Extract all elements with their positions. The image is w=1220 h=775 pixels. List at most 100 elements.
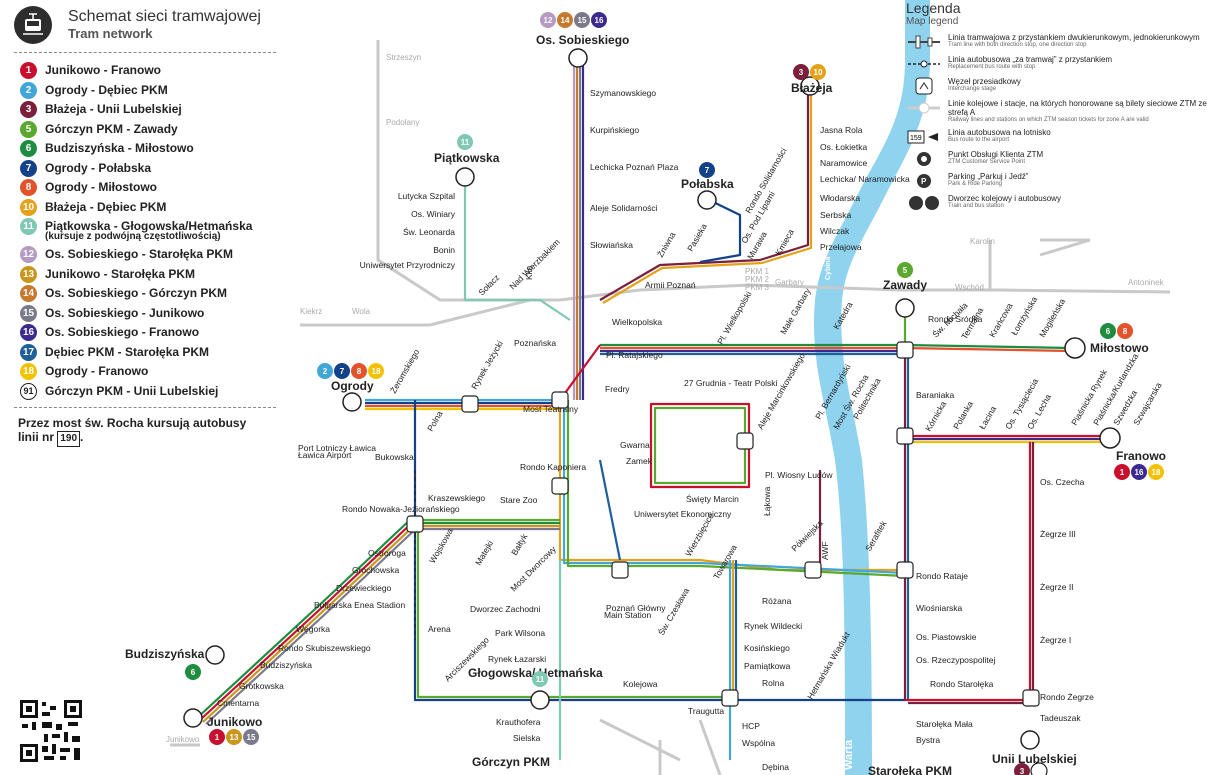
line-name: Budziszyńska - Miłostowo <box>45 141 194 155</box>
station-label: Polna <box>425 409 445 433</box>
legend-text-pl: Linia tramwajowa z przystankiem dwukieru… <box>948 33 1200 42</box>
legend-item: Linie kolejowe i stacje, na których hono… <box>906 99 1218 124</box>
bus-note-end: . <box>80 430 84 444</box>
line-badge: 10 <box>810 64 826 80</box>
svg-text:6: 6 <box>191 668 196 677</box>
line-badge: 6 <box>20 140 37 157</box>
line-badge: 13 <box>20 265 37 283</box>
station-label: Os. Łokietka <box>820 142 868 152</box>
svg-text:2: 2 <box>323 367 328 376</box>
station-label: Węgorka <box>296 624 330 634</box>
line-badge: 3 <box>20 101 37 118</box>
legend-text-en: Bus route to the airport <box>948 137 1010 143</box>
station-label: Przełajowa <box>820 242 862 252</box>
station-label: Bułgarska Enea Stadion <box>314 600 405 610</box>
station-label: Naramowice <box>820 158 868 168</box>
svg-text:P: P <box>921 177 927 186</box>
line-badge: 8 <box>20 179 37 196</box>
station-label: Szwajcarska <box>1131 380 1164 427</box>
station-label: Port Lotniczy Ławica <box>298 443 376 453</box>
line-badge: 17 <box>20 343 37 361</box>
bus-note-text: Przez most św. Rocha kursują autobusy li… <box>18 416 247 444</box>
rail-label-pkm2: PKM 2 <box>745 275 770 284</box>
interchange-icon <box>906 77 942 95</box>
legend-text-pl: Linia autobusowa „za tramwaj” z przystan… <box>948 55 1113 64</box>
terminal-junikowo: Junikowo <box>207 715 262 729</box>
station-label: Matejki <box>473 539 495 567</box>
station-label: Święty Marcin <box>686 493 739 504</box>
svg-text:13: 13 <box>230 733 239 742</box>
station-label: Lechicka/ Naramowicka <box>820 174 910 184</box>
station-label: Budziszyńska <box>260 660 312 670</box>
station-label: Klin <box>524 266 534 280</box>
station-label: Bonin <box>433 245 455 255</box>
station-label: Sielska <box>513 733 541 743</box>
legend-text: Linia tramwajowa z przystankiem dwukieru… <box>948 33 1200 49</box>
legend-text-en: Tram line with both direction stop, one … <box>948 42 1087 48</box>
river-label-cybina: Cybina <box>825 257 832 280</box>
legend-text-pl: Dworzec kolejowy i autobusowy <box>948 194 1061 203</box>
river-label-warta-south: Warta <box>843 739 855 770</box>
line-badge: 3 <box>793 64 809 80</box>
terminal-franowo: Franowo <box>1116 449 1166 463</box>
line-badge: 15 <box>243 729 259 745</box>
station-label: Aleje Solidarności <box>590 203 658 213</box>
station-label: Polanka <box>951 399 975 431</box>
station-label: Wspólna <box>742 738 775 748</box>
svg-text:18: 18 <box>372 367 381 376</box>
station-label: Wielkopolska <box>612 317 662 327</box>
legend-item: Linia tramwajowa z przystankiem dwukieru… <box>906 33 1218 51</box>
station-label: Os. Piastowskie <box>916 632 977 642</box>
terminal-circles <box>183 48 1121 750</box>
line-name: Piątkowska - Głogowska/Hetmańska(kursuje… <box>45 219 253 242</box>
line-item: 17 Dębiec PKM - Starołęka PKM <box>20 343 282 364</box>
station-label: Bukowska <box>375 452 414 462</box>
station-label: Main Station <box>604 610 652 620</box>
line-name: Błażeja - Dębiec PKM <box>45 199 167 214</box>
rail-label-pkm1: PKM 1 <box>745 267 770 276</box>
station-label: Słowiańska <box>590 240 633 250</box>
line-name: Dębiec PKM - Starołęka PKM <box>45 344 210 359</box>
legend-text-pl: Linia autobusowa na lotnisko <box>948 128 1051 137</box>
line-badge: 15 <box>20 304 37 322</box>
customer-service-icon <box>906 150 942 168</box>
line-badge: 7 <box>334 363 350 379</box>
station-label: Uniwersytet Ekonomiczny <box>634 509 732 519</box>
svg-text:16: 16 <box>595 16 604 25</box>
svg-text:10: 10 <box>814 68 823 77</box>
station-label: Rondo Kaponiera <box>520 462 586 472</box>
station-label: Poznańska <box>514 338 556 348</box>
station-label: Armii Poznań <box>645 280 696 290</box>
rail-label-strzeszyn: Strzeszyn <box>386 53 421 62</box>
line-name: Górczyn PKM - Unii Lubelskiej <box>45 383 219 398</box>
line-note: (kursuje z podwójną częstotliwością) <box>45 231 221 242</box>
station-label: Św. Leonarda <box>403 226 455 237</box>
station-label: Os. Rzeczypospolitej <box>916 655 995 665</box>
station-label: HCP <box>742 721 760 731</box>
station-label: Lutycka Szpital <box>398 191 455 201</box>
station-label: Żeromskiego <box>388 347 421 395</box>
legend-title: Legenda <box>906 0 961 16</box>
qr-code[interactable] <box>18 698 84 764</box>
line-badge: 11 <box>20 218 37 235</box>
station-label: Wiośniarska <box>916 603 963 613</box>
bus-note: Przez most św. Rocha kursują autobusy li… <box>18 416 268 447</box>
svg-text:91: 91 <box>1035 767 1044 775</box>
terminal-sobieskiego: Os. Sobieskiego <box>536 33 629 47</box>
station-label: Nad Wierzbakiem <box>507 237 562 292</box>
legend-text-pl: Węzeł przesiadkowy <box>948 77 1021 86</box>
legend-text: Linie kolejowe i stacje, na których hono… <box>948 99 1218 124</box>
station-label: Grotkowska <box>239 681 284 691</box>
terminal-zawady: Zawady <box>883 278 927 292</box>
map-subtitle: Tram network <box>68 26 153 41</box>
